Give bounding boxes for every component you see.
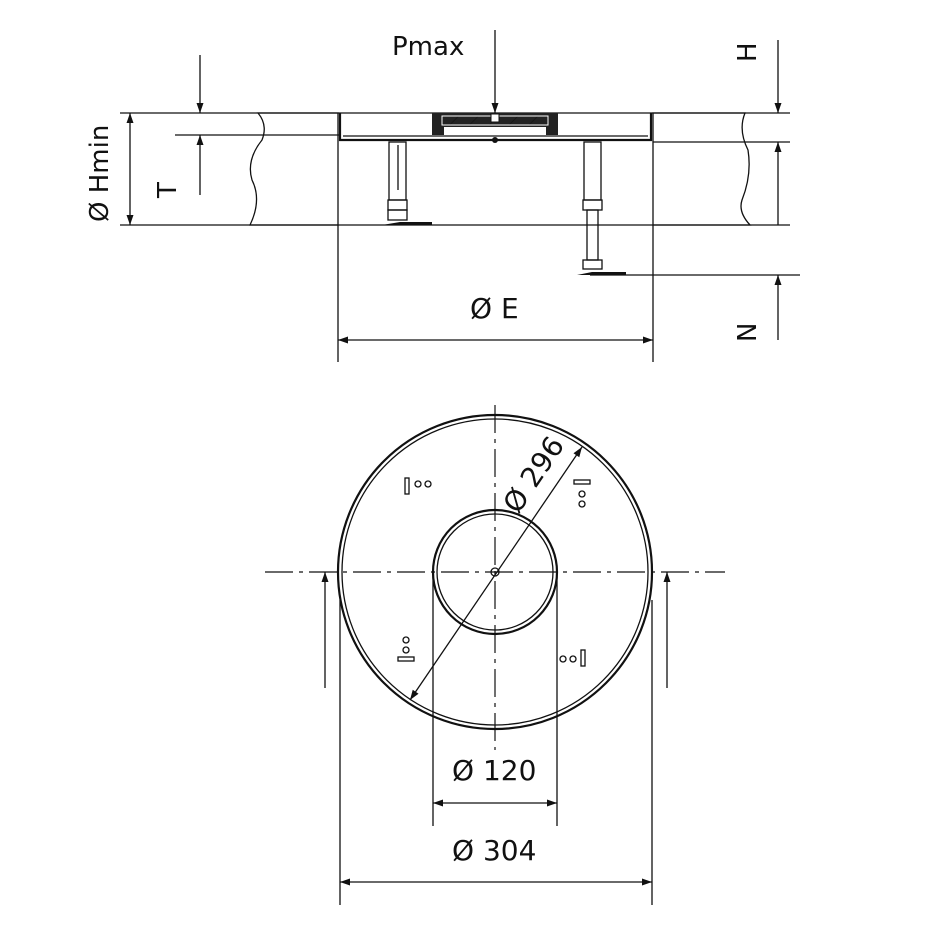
tray bbox=[338, 113, 653, 143]
d120-label: Ø 120 bbox=[452, 754, 536, 787]
e-label: Ø E bbox=[470, 292, 519, 325]
d296-label: Ø 296 bbox=[496, 430, 571, 518]
floor-left-hatch bbox=[248, 112, 339, 226]
n-label: N bbox=[733, 323, 763, 342]
section-view: Pmax Ø Hmin T H N Ø E bbox=[85, 30, 800, 362]
fixing-marks bbox=[397, 477, 591, 667]
leg-left bbox=[382, 141, 432, 225]
plan-view: Ø 296 Ø 120 Ø 304 bbox=[265, 405, 725, 905]
h-label: H bbox=[733, 42, 763, 62]
pmax-label: Pmax bbox=[392, 32, 464, 62]
d304-label: Ø 304 bbox=[452, 834, 536, 867]
hmin-label: Ø Hmin bbox=[85, 125, 115, 222]
floor-right-hatch bbox=[652, 112, 752, 226]
t-label: T bbox=[153, 182, 183, 199]
leg-right bbox=[577, 141, 626, 275]
